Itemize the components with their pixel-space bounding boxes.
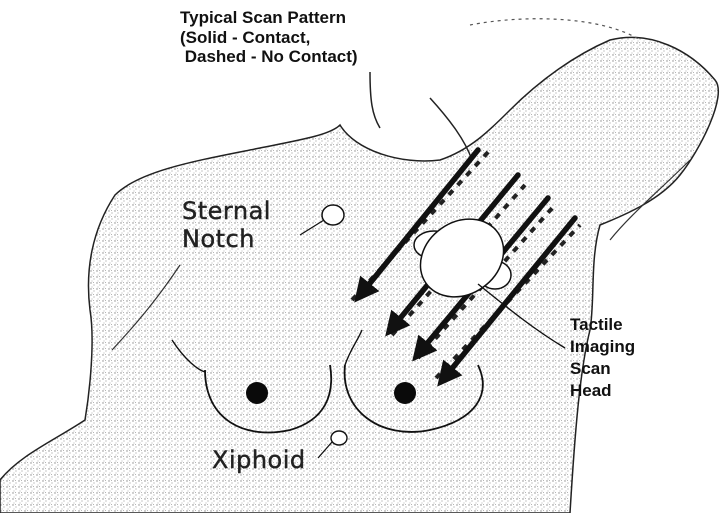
scan-head-line-3: Scan [570, 358, 635, 380]
torso-outline [0, 37, 718, 513]
sternal-notch-line-1: Sternal [182, 198, 271, 226]
xiphoid-text: Xiphoid [212, 447, 306, 475]
scan-head-line-4: Head [570, 380, 635, 402]
caption-line-2: (Solid - Contact, [180, 28, 358, 48]
right-nipple [394, 382, 416, 404]
caption-line-3: Dashed - No Contact) [180, 47, 358, 67]
sternal-notch-label: Sternal Notch [182, 198, 271, 253]
sternal-notch-line-2: Notch [182, 226, 271, 254]
sternal-notch-marker [322, 205, 344, 225]
scan-head-line-2: Imaging [570, 336, 635, 358]
arm-outline [470, 19, 640, 40]
diagram-caption: Typical Scan Pattern (Solid - Contact, D… [180, 8, 358, 67]
neck-left [370, 72, 380, 128]
scan-head-line-1: Tactile [570, 314, 635, 336]
left-nipple [246, 382, 268, 404]
xiphoid-label: Xiphoid [212, 447, 306, 475]
caption-line-1: Typical Scan Pattern [180, 8, 358, 28]
scan-head-label: Tactile Imaging Scan Head [570, 314, 635, 402]
xiphoid-marker [331, 431, 347, 445]
